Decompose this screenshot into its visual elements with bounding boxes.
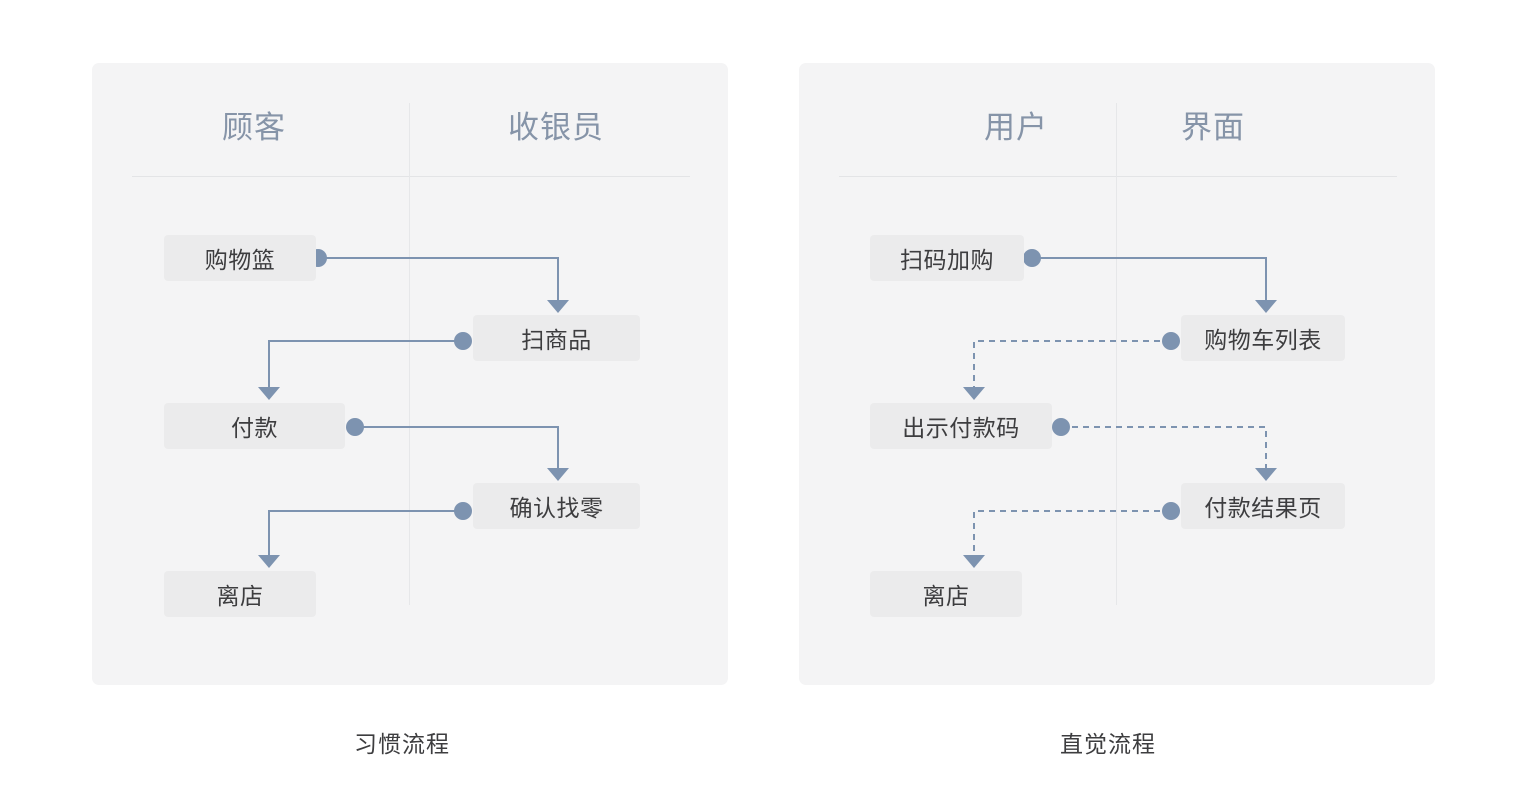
flow-node-5[interactable]: 离店 <box>870 571 1022 617</box>
flow-node-3[interactable]: 付款 <box>164 403 345 449</box>
flow-node-4[interactable]: 确认找零 <box>473 483 640 529</box>
lane-title-2: 界面 <box>1181 110 1245 145</box>
lane-title-1: 用户 <box>984 110 1048 145</box>
lane-vertical-divider <box>1116 103 1117 605</box>
flow-node-5[interactable]: 离店 <box>164 571 316 617</box>
flow-node-2[interactable]: 购物车列表 <box>1181 315 1345 361</box>
lane-title-1: 顾客 <box>222 110 286 145</box>
lane-title-2: 收银员 <box>508 110 604 145</box>
flow-node-1[interactable]: 扫码加购 <box>870 235 1024 281</box>
swimlane-panel-intuitive-flow: 用户 界面扫码加购购物车列表出示付款码付款结果页离店 <box>799 63 1435 685</box>
flow-node-2[interactable]: 扫商品 <box>473 315 640 361</box>
flow-node-3[interactable]: 出示付款码 <box>870 403 1052 449</box>
header-divider-rule <box>132 176 690 177</box>
lane-vertical-divider <box>409 103 410 605</box>
header-divider-rule <box>839 176 1397 177</box>
panel-caption-habitual-flow: 习惯流程 <box>354 731 450 757</box>
flow-node-4[interactable]: 付款结果页 <box>1181 483 1345 529</box>
panel-caption-intuitive-flow: 直觉流程 <box>1060 731 1156 757</box>
swimlane-panel-habitual-flow: 顾客 收银员购物篮扫商品付款确认找零离店 <box>92 63 728 685</box>
flow-node-1[interactable]: 购物篮 <box>164 235 316 281</box>
